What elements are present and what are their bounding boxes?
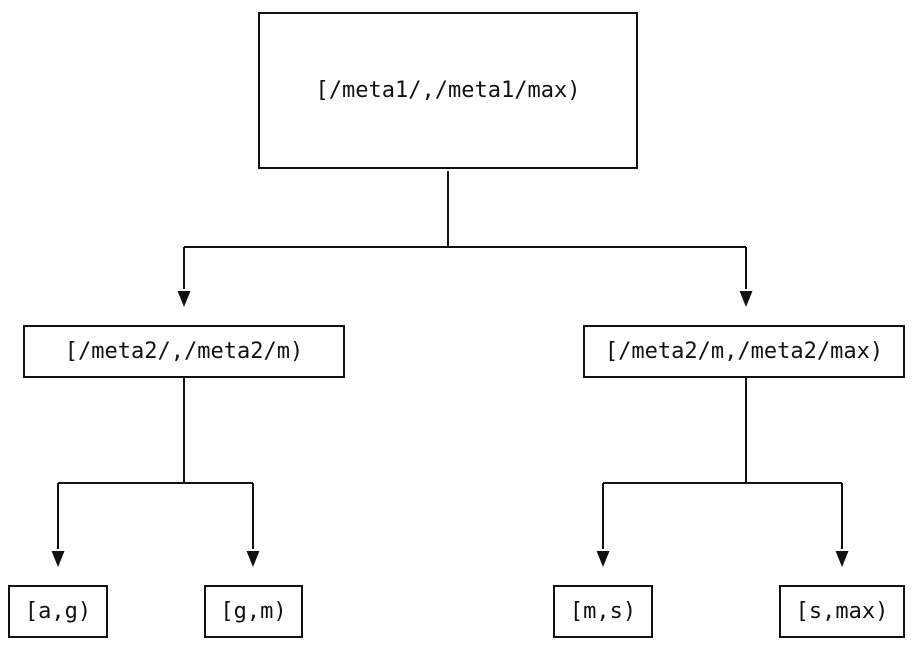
edge-root-to-children <box>177 171 753 307</box>
node-label: [m,s) <box>569 599 637 624</box>
arrow-down-icon <box>246 551 260 567</box>
node-leaf-m-s: [m,s) <box>553 585 653 638</box>
node-label: [s,max) <box>795 599 889 624</box>
node-leaf-g-m: [g,m) <box>204 585 303 638</box>
arrow-down-icon <box>739 291 753 307</box>
node-leaf-s-max: [s,max) <box>779 585 905 638</box>
node-root-interval: [/meta1/,/meta1/max) <box>258 12 638 169</box>
node-label: [/meta1/,/meta1/max) <box>315 78 581 103</box>
arrow-down-icon <box>51 551 65 567</box>
edge-right-child-to-leaves <box>596 378 849 567</box>
arrow-down-icon <box>835 551 849 567</box>
node-right-child-interval: [/meta2/m,/meta2/max) <box>583 325 905 378</box>
arrow-down-icon <box>596 551 610 567</box>
node-left-child-interval: [/meta2/,/meta2/m) <box>23 325 345 378</box>
node-leaf-a-g: [a,g) <box>8 585 108 638</box>
node-label: [a,g) <box>24 599 92 624</box>
node-label: [/meta2/m,/meta2/max) <box>604 339 884 364</box>
arrow-down-icon <box>177 291 191 307</box>
edge-left-child-to-leaves <box>51 378 260 567</box>
node-label: [/meta2/,/meta2/m) <box>64 339 304 364</box>
node-label: [g,m) <box>220 599 287 624</box>
